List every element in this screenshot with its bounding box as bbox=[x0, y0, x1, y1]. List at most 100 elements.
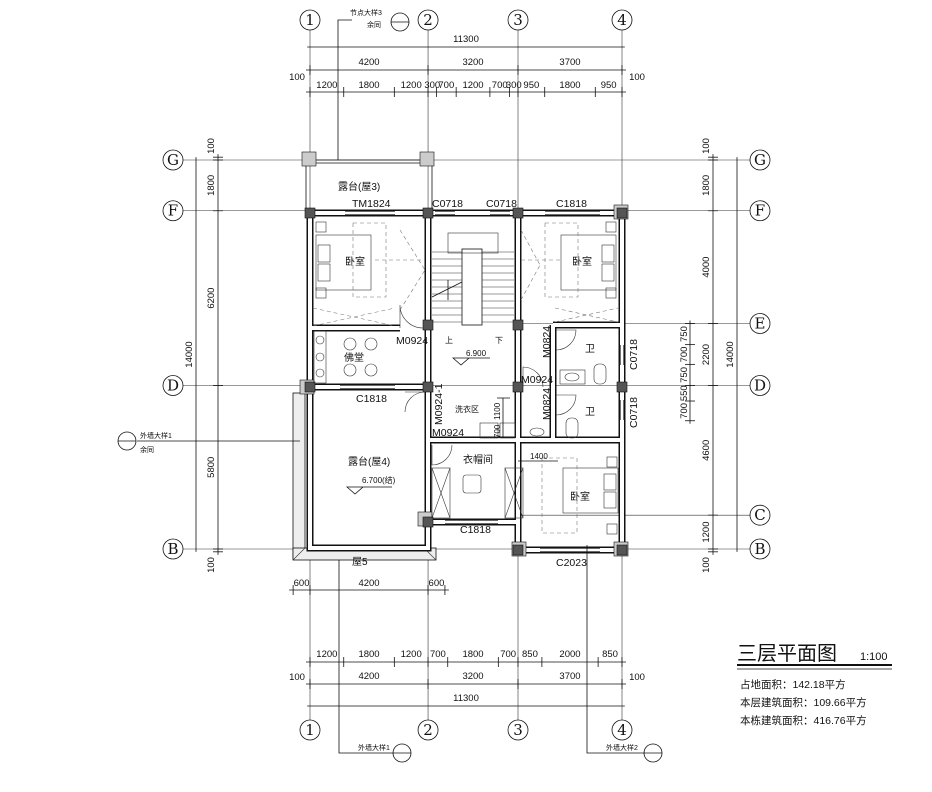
room-bath-upper: 卫 bbox=[585, 344, 595, 355]
dimension-label: 100 bbox=[289, 72, 305, 83]
dimension-label: 1800 bbox=[358, 649, 379, 660]
room-cloakroom: 衣帽间 bbox=[463, 453, 493, 466]
callout-node3[interactable]: 节点大样3 余同 bbox=[337, 8, 410, 160]
axis-label-row: D bbox=[754, 377, 766, 395]
axis-label-col: 3 bbox=[513, 11, 523, 29]
room-laundry: 洗衣区 bbox=[455, 404, 479, 414]
dimension-label: 100 bbox=[206, 557, 217, 573]
axis-label-row: F bbox=[755, 202, 765, 220]
dimension-label: 600 bbox=[429, 578, 445, 589]
dimension-label: 1800 bbox=[358, 80, 379, 91]
dimension-label: 14000 bbox=[184, 341, 195, 367]
axis-bubble bbox=[299, 719, 321, 741]
title-block: 三层平面图 1:100 占地面积：142.18平方 本层建筑面积：109.66平… bbox=[737, 643, 892, 727]
dimension-label: 1200 bbox=[701, 522, 712, 543]
dimension-label: 750 bbox=[679, 326, 690, 342]
dimension-label: 5800 bbox=[206, 457, 217, 478]
callout-title: 外墙大样1 bbox=[358, 743, 390, 752]
bed-gap-dim: 1400 bbox=[530, 452, 548, 461]
dimension-label: 550 bbox=[679, 385, 690, 401]
axis-bubble bbox=[611, 9, 633, 31]
door-code-m0924-stair: M0924 bbox=[521, 374, 553, 386]
roof5-label: 屋5 bbox=[352, 556, 368, 568]
axis-label-row: E bbox=[755, 314, 766, 332]
drawing-scale: 1:100 bbox=[860, 651, 888, 663]
dimension-label: 1200 bbox=[462, 80, 483, 91]
axis-bubble bbox=[162, 375, 184, 396]
dimension-label: 700 bbox=[679, 347, 690, 363]
axis-label-col: 1 bbox=[305, 721, 315, 739]
axis-label-col: 2 bbox=[423, 11, 433, 29]
dimension-label: 950 bbox=[523, 80, 539, 91]
axis-bubble bbox=[299, 9, 321, 31]
callout-wall1-left[interactable]: 外墙大样1 余同 bbox=[117, 431, 300, 454]
dimension-label: 850 bbox=[602, 649, 618, 660]
window-code-c0718-r2: C0718 bbox=[628, 397, 640, 428]
dimension-label: 4000 bbox=[701, 257, 712, 278]
dimension-label: 700 bbox=[438, 80, 454, 91]
dimension-label: 950 bbox=[601, 80, 617, 91]
doors bbox=[399, 304, 577, 466]
opening-codes: TM1824 C0718 C0718 C1818 M0924 M0824 M09… bbox=[352, 198, 640, 569]
dimension-label: 14000 bbox=[725, 341, 736, 367]
dimension-label: 700 bbox=[500, 649, 516, 660]
axis-bubble bbox=[507, 719, 529, 741]
door-code-m0924-1: M0924-1 bbox=[433, 383, 445, 425]
stair-up-label: 上 bbox=[445, 336, 453, 345]
dimension-label: 750 bbox=[679, 367, 690, 383]
drawing-title: 三层平面图 bbox=[737, 643, 837, 665]
callout-wall1-bottom[interactable]: 外墙大样1 bbox=[338, 560, 412, 763]
dimension-label: 700 bbox=[679, 403, 690, 419]
room-labels: 露台(屋3) 卧室 卧室 佛堂 卫 卫 洗衣区 衣帽间 卧室 露台(屋4) 屋5 bbox=[338, 180, 595, 568]
axis-bubble bbox=[417, 719, 439, 741]
dimension-label: 1200 bbox=[401, 649, 422, 660]
axis-label-row: G bbox=[754, 151, 766, 169]
dimension-label: 1200 bbox=[316, 649, 337, 660]
dimension-label: 100 bbox=[701, 138, 712, 154]
door-code-m0924-l: M0924 bbox=[432, 427, 464, 439]
dimension-label: 4200 bbox=[358, 671, 379, 682]
dimension-label: 3200 bbox=[462, 671, 483, 682]
axis-bubble bbox=[507, 9, 529, 31]
room-terrace-bottom: 露台(屋4) bbox=[348, 455, 390, 468]
axis-bubble bbox=[162, 200, 184, 222]
dimension-label: 4200 bbox=[358, 578, 379, 589]
levels: 6.900 6.700(结) 上 下 1100 700 1400 bbox=[345, 280, 558, 495]
dimension-label: 600 bbox=[294, 578, 310, 589]
axis-label-col: 1 bbox=[305, 11, 315, 29]
dimension-label: 1200 bbox=[401, 80, 422, 91]
callout-note: 余同 bbox=[140, 445, 154, 454]
detail-callouts: 节点大样3 余同 外墙大样1 余同 外墙大样1 外墙大样2 bbox=[117, 8, 663, 763]
dimension-label: 1800 bbox=[206, 175, 217, 196]
dimension-label: 2200 bbox=[701, 344, 712, 365]
dimension-label: 100 bbox=[206, 138, 217, 154]
axis-bubble bbox=[749, 149, 771, 171]
room-bedroom-ne: 卧室 bbox=[572, 255, 592, 268]
dimension-label: 1800 bbox=[462, 649, 483, 660]
window-code-c1818-ne: C1818 bbox=[556, 198, 587, 210]
dimension-label: 11300 bbox=[453, 693, 479, 704]
dimension-label: 1200 bbox=[316, 80, 337, 91]
callout-title: 节点大样3 bbox=[350, 8, 382, 17]
dimension-label: 4200 bbox=[358, 57, 379, 68]
door-code-m0824-lower: M0824 bbox=[541, 388, 553, 420]
axis-label-col: 2 bbox=[423, 721, 433, 739]
stair-down-label: 下 bbox=[495, 336, 503, 345]
dimension-label: 100 bbox=[289, 672, 305, 683]
room-bedroom-nw: 卧室 bbox=[345, 255, 365, 268]
columns bbox=[299, 151, 629, 557]
axis-bubble bbox=[749, 200, 771, 222]
window-code-c2023: C2023 bbox=[556, 557, 587, 569]
windows bbox=[340, 210, 625, 553]
dimension-label: 700 bbox=[430, 649, 446, 660]
axis-label-row: F bbox=[168, 202, 178, 220]
dimension-label: 300 bbox=[424, 80, 440, 91]
callout-wall2-bottom[interactable]: 外墙大样2 bbox=[586, 545, 663, 763]
door-code-m0924-nw: M0924 bbox=[396, 335, 428, 347]
dimension-label: 100 bbox=[629, 672, 645, 683]
window-code-c0718-r1: C0718 bbox=[628, 339, 640, 370]
level-stair: 6.900 bbox=[466, 349, 487, 358]
dimension-label: 11300 bbox=[453, 34, 479, 45]
axis-bubble bbox=[749, 504, 771, 526]
